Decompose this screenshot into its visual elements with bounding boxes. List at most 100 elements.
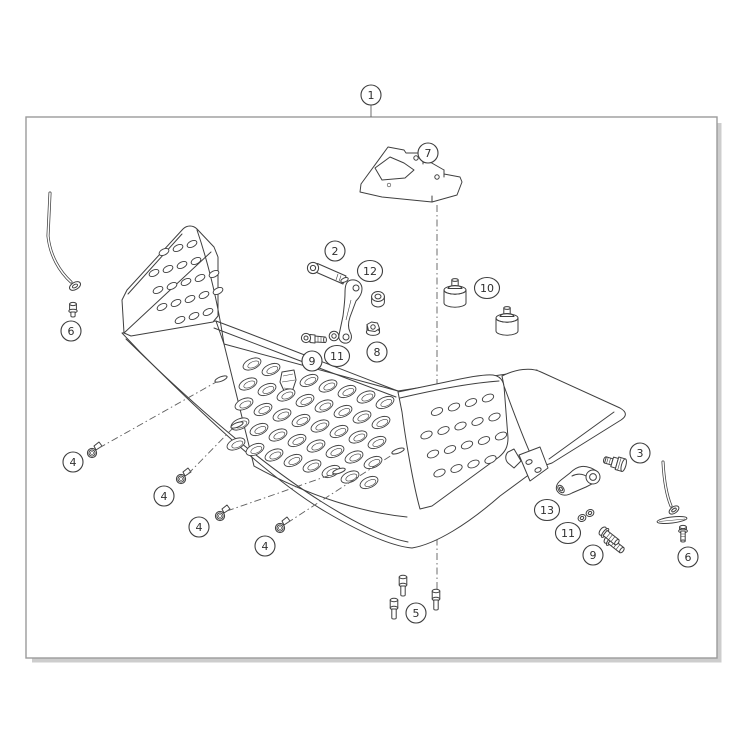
- bracket-hole: [434, 174, 440, 180]
- right-wing-holes: [464, 398, 478, 407]
- left-wing-holes: [170, 299, 182, 307]
- callout-5-collar-screw: 5: [405, 602, 427, 624]
- callout-4-flange-head-screw: 4: [254, 535, 276, 557]
- front-face-holes-rim: [307, 462, 320, 471]
- leader-line-3: [187, 426, 235, 475]
- front-face-holes-rim: [239, 400, 252, 409]
- left-wing-holes: [174, 316, 186, 324]
- leader-line-5: [286, 452, 396, 524]
- bracket-hole: [413, 155, 419, 161]
- bushing-12: [371, 291, 385, 308]
- right-wing-holes: [481, 393, 495, 403]
- front-face-holes-rim: [300, 397, 313, 405]
- mount-slot: [332, 467, 346, 475]
- right-wing-holes: [430, 407, 444, 416]
- callout-4-flange-head-screw: 4: [62, 451, 84, 473]
- leader-line-4: [226, 472, 337, 512]
- left-wing-holes: [162, 265, 174, 273]
- front-face-holes-rim: [247, 360, 260, 369]
- drawing-frame: [25, 116, 722, 663]
- right-wing-holes: [454, 421, 467, 431]
- callout-13-support-bracket: 13: [533, 498, 561, 522]
- left-wing-holes: [188, 312, 200, 320]
- svg-text:5: 5: [413, 607, 420, 620]
- mount-slot: [214, 375, 228, 383]
- front-face-holes-rim: [243, 380, 256, 389]
- washer-11-center: [328, 330, 340, 342]
- right-wing-holes: [484, 455, 497, 464]
- callout-10-rubber-damper: 10: [473, 276, 501, 300]
- front-face-holes-rim: [357, 413, 370, 422]
- svg-text:9: 9: [590, 549, 597, 562]
- callout-9-pan-head-screw: 9: [301, 350, 323, 372]
- hex-socket-screw-2: [306, 261, 349, 285]
- mount-slot: [230, 421, 244, 429]
- svg-text:7: 7: [425, 147, 432, 160]
- front-face-holes-rim: [254, 426, 267, 434]
- front-face-holes-rim: [338, 408, 351, 416]
- front-face-holes-rim: [361, 393, 374, 402]
- pan-head-screw-9-center: [300, 332, 327, 344]
- front-face-holes-rim: [292, 437, 305, 445]
- flange-nut-8: [365, 321, 381, 336]
- right-wing-holes: [460, 440, 474, 450]
- screw-6-left: [68, 301, 78, 318]
- screw-6-right: [678, 524, 688, 543]
- rear-mount-bracket: [505, 446, 549, 482]
- front-face-holes-rim: [296, 417, 309, 425]
- right-wing-holes: [471, 417, 484, 426]
- front-face-holes-rim: [304, 377, 317, 385]
- left-wing-holes: [152, 286, 164, 294]
- svg-text:3: 3: [637, 447, 644, 460]
- left-wing-holes: [212, 287, 224, 295]
- right-wing-holes: [420, 430, 433, 440]
- front-face-holes-rim: [311, 442, 324, 451]
- callout-8-flange-nut: 8: [366, 341, 388, 363]
- right-wing-holes: [450, 464, 463, 473]
- skid-plate-right-wing: [397, 374, 509, 510]
- callout-3-plug-screw: 3: [629, 442, 651, 464]
- frame-border: [25, 116, 718, 659]
- front-face-holes-rim: [315, 422, 328, 431]
- link-strap-12: [338, 279, 363, 344]
- right-wing-holes: [433, 468, 446, 478]
- left-wing-edge: [127, 233, 183, 295]
- front-face-holes-rim: [273, 431, 286, 440]
- plug-screw-3: [602, 456, 627, 472]
- collar-screw-5a: [398, 574, 408, 597]
- front-face-holes-rim: [281, 391, 294, 400]
- collar-screw-5b: [389, 597, 399, 620]
- front-face-holes-rim: [277, 411, 290, 420]
- front-face-holes-rim: [353, 433, 366, 442]
- callout-4-flange-head-screw: 4: [153, 485, 175, 507]
- callout-11-washer: 11: [323, 344, 351, 368]
- left-wing-holes: [156, 303, 168, 311]
- retainer-rod-left: [46, 191, 81, 291]
- callout-12-link-strap-with-bushing: 12: [356, 259, 384, 283]
- left-wing-holes: [176, 261, 188, 269]
- front-face-holes-rim: [376, 419, 389, 427]
- left-wing-holes: [166, 282, 178, 290]
- front-face-holes-rim: [342, 388, 355, 396]
- svg-text:10: 10: [480, 282, 494, 295]
- right-wing-holes: [494, 431, 508, 441]
- right-wing-holes: [467, 459, 480, 469]
- rubber-damper-1: [443, 278, 467, 308]
- right-wing-holes: [477, 436, 491, 445]
- leader-lines-over: [98, 105, 405, 524]
- washers-11-right: [577, 508, 595, 523]
- left-wing-holes: [172, 244, 184, 252]
- right-wing-holes: [443, 445, 457, 454]
- callout-7-mounting-frame-bracket: 7: [417, 142, 439, 164]
- svg-text:11: 11: [330, 350, 344, 363]
- svg-text:9: 9: [309, 355, 316, 368]
- hull-bottom-rail: [125, 338, 409, 543]
- callout-1-skid-plate-assembly: 1: [360, 84, 382, 106]
- front-face-holes-rim: [334, 428, 347, 436]
- front-face-holes-rim: [288, 457, 301, 465]
- screws-9-right: [598, 526, 625, 554]
- left-wing-holes: [148, 269, 160, 277]
